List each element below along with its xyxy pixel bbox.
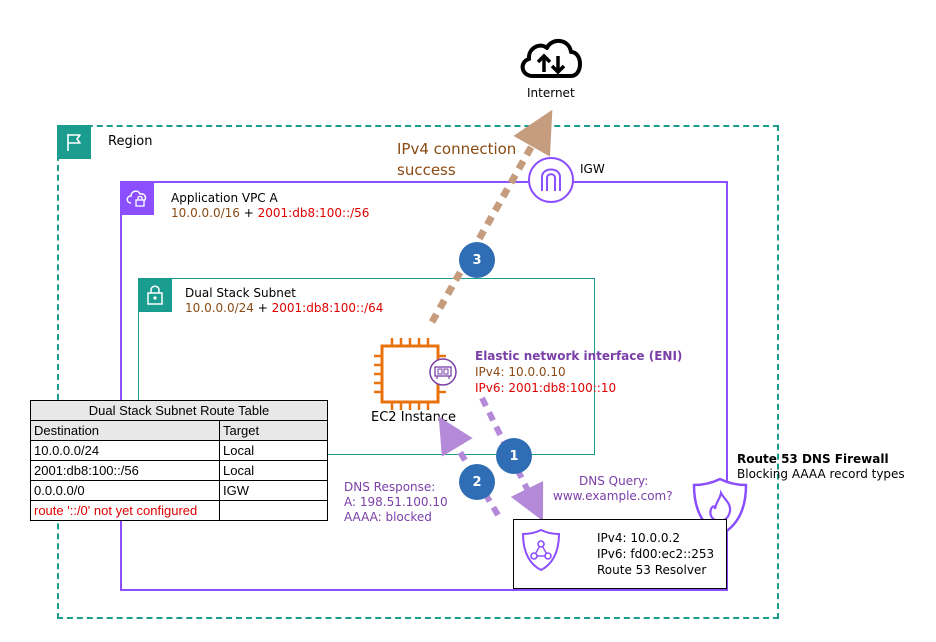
eni-title: Elastic network interface (ENI) — [475, 349, 683, 363]
dns-query-line1: DNS Query: — [579, 474, 649, 488]
flag-icon — [57, 125, 91, 159]
subnet-ipv6-cidr: 2001:db8:100::/64 — [271, 301, 384, 315]
ec2-label: EC2 Instance — [371, 410, 456, 425]
dns-response-line3: AAAA: blocked — [344, 510, 432, 524]
route-destination: 2001:db8:100::/56 — [30, 460, 220, 481]
route-target — [219, 500, 328, 521]
resolver-box — [513, 519, 727, 589]
eni-ipv6: IPv6: 2001:db8:100::10 — [475, 381, 617, 395]
internet-label: Internet — [527, 86, 575, 100]
resolver-label: Route 53 Resolver — [597, 563, 707, 577]
vpc-boundary — [120, 181, 728, 591]
vpc-title: Application VPC A — [171, 191, 278, 205]
subnet-title: Dual Stack Subnet — [185, 286, 296, 300]
route-destination: 0.0.0.0/0 — [30, 480, 220, 501]
vpc-cidrs: 10.0.0.0/16 + 2001:db8:100::/56 — [171, 206, 369, 220]
eni-ipv4: IPv4: 10.0.0.10 — [475, 365, 566, 379]
vpc-ipv6-cidr: 2001:db8:100::/56 — [257, 206, 370, 220]
subnet-cidrs: 10.0.0.0/24 + 2001:db8:100::/64 — [185, 301, 383, 315]
dns-response-line1: DNS Response: — [344, 480, 436, 494]
route-table-header-target: Target — [219, 420, 328, 441]
region-label: Region — [108, 134, 153, 149]
step-1-badge: 1 — [496, 438, 532, 474]
ipv4-connection-line2: success — [397, 161, 456, 179]
table-row: route '::/0' not yet configured — [30, 500, 328, 521]
igw-label: IGW — [580, 162, 605, 176]
dns-query-arrow — [479, 396, 544, 522]
route-destination-missing: route '::/0' not yet configured — [30, 500, 220, 521]
internet-gateway-icon — [526, 155, 576, 209]
table-row: 10.0.0.0/24 Local — [30, 440, 328, 461]
step-3-badge: 3 — [459, 242, 495, 278]
vpc-cloud-lock-icon — [120, 181, 154, 215]
table-row: 0.0.0.0/0 IGW — [30, 480, 328, 501]
firewall-title: Route 53 DNS Firewall — [737, 452, 889, 466]
step-2-badge: 2 — [459, 464, 495, 500]
resolver-ipv4: IPv4: 10.0.0.2 — [597, 531, 680, 545]
dns-response-line2: A: 198.51.100.10 — [344, 495, 448, 509]
region-boundary — [57, 125, 779, 619]
subnet-plus: + — [253, 301, 272, 315]
ipv4-connection-arrow — [428, 109, 553, 324]
route-target: Local — [219, 460, 328, 481]
ipv4-connection-line1: IPv4 connection — [397, 140, 517, 158]
resolver-shield-icon — [521, 528, 561, 576]
route-table-caption: Dual Stack Subnet Route Table — [30, 400, 328, 421]
padlock-icon — [138, 278, 172, 312]
route-target: Local — [219, 440, 328, 461]
route-target: IGW — [219, 480, 328, 501]
route-table: Dual Stack Subnet Route Table Destinatio… — [30, 400, 328, 521]
route-table-header-destination: Destination — [30, 420, 220, 441]
resolver-ipv6: IPv6: fd00:ec2::253 — [597, 547, 715, 561]
subnet-ipv4-cidr: 10.0.0.0/24 — [185, 301, 254, 315]
vpc-ipv4-cidr: 10.0.0.0/16 — [171, 206, 240, 220]
firewall-subtitle: Blocking AAAA record types — [737, 467, 905, 481]
cloud-upload-download-icon — [515, 34, 587, 88]
route-destination: 10.0.0.0/24 — [30, 440, 220, 461]
subnet-boundary — [138, 278, 595, 455]
dns-query-line2: www.example.com? — [553, 489, 673, 503]
table-row: 2001:db8:100::/56 Local — [30, 460, 328, 481]
vpc-plus: + — [239, 206, 258, 220]
eni-card-icon — [428, 358, 458, 390]
